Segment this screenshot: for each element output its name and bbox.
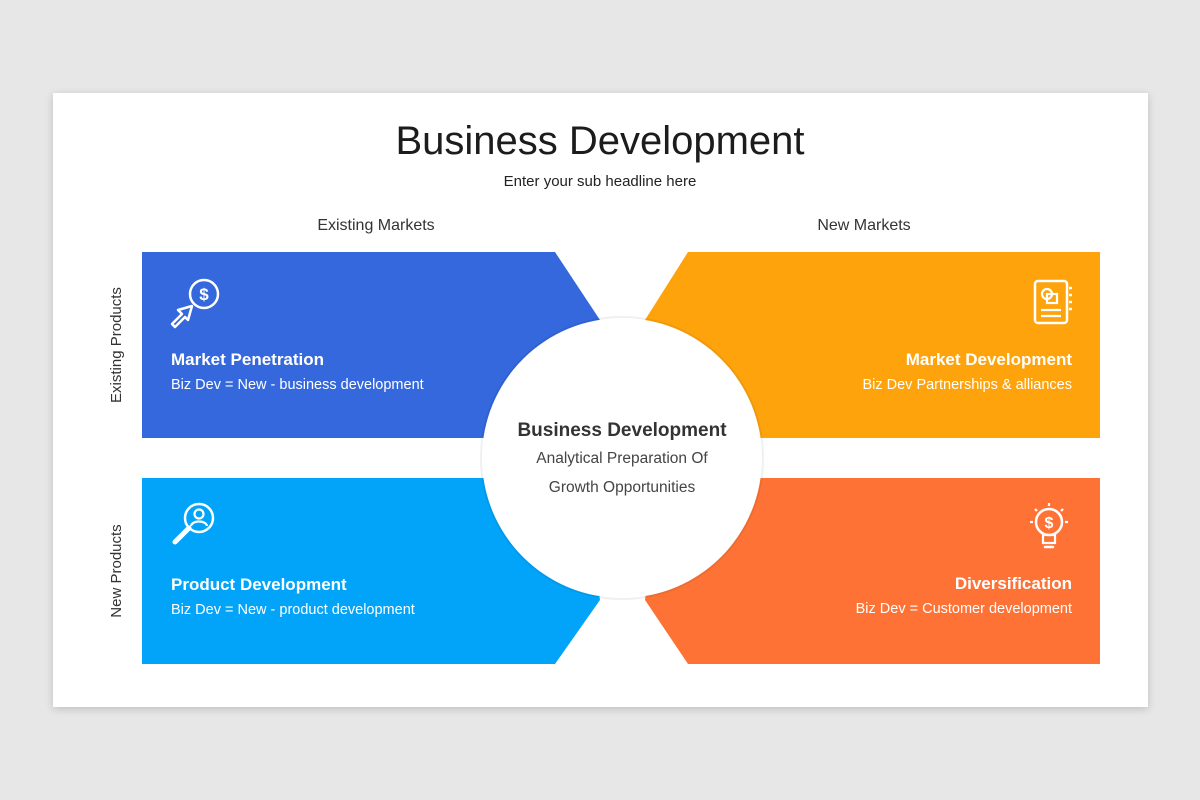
quadrant-bottom-left-shape xyxy=(142,478,600,664)
page-title: Business Development xyxy=(395,119,805,163)
quadrant-top-right-shape xyxy=(645,252,1100,438)
svg-text:$: $ xyxy=(199,285,209,304)
diversification-title: Diversification xyxy=(954,574,1072,593)
quadrant-top-left-shape xyxy=(142,252,600,438)
cursor-dollar-icon: $ xyxy=(170,278,220,329)
column-label-new-markets: New Markets xyxy=(817,217,911,234)
market-development-desc: Biz Dev Partnerships & alliances xyxy=(862,377,1072,393)
market-development-title: Market Development xyxy=(905,350,1072,369)
center-line-2: Growth Opportunities xyxy=(548,479,696,496)
page-subtitle: Enter your sub headline here xyxy=(503,173,697,190)
center-circle xyxy=(482,318,762,598)
svg-text:$: $ xyxy=(1045,515,1054,532)
diversification-desc: Biz Dev = Customer development xyxy=(855,601,1072,617)
center-title: Business Development xyxy=(517,420,727,441)
market-penetration-desc: Biz Dev = New - business development xyxy=(171,377,424,393)
market-penetration-title: Market Penetration xyxy=(171,350,325,369)
center-line-1: Analytical Preparation Of xyxy=(536,450,708,467)
user-search-icon xyxy=(172,502,215,545)
column-label-existing-markets: Existing Markets xyxy=(317,217,435,234)
notebook-icon xyxy=(1033,279,1072,325)
quadrant-bottom-right-shape xyxy=(645,478,1100,664)
lightbulb-dollar-icon: $ xyxy=(1030,503,1068,549)
product-development-title: Product Development xyxy=(171,575,347,594)
product-development-desc: Biz Dev = New - product development xyxy=(171,602,415,618)
